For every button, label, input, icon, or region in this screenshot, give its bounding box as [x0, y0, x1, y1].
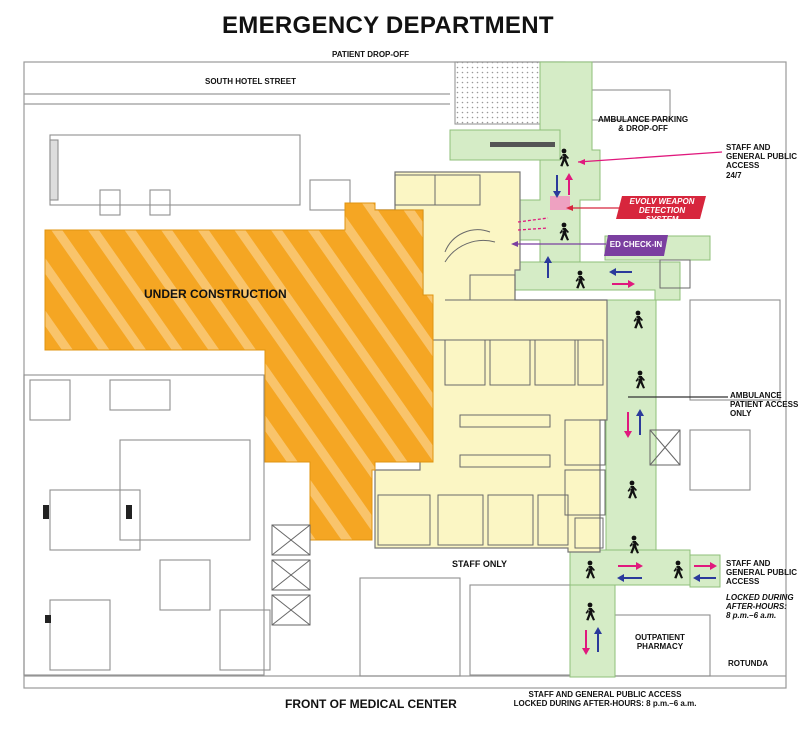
page-title: EMERGENCY DEPARTMENT: [222, 12, 554, 39]
bottom-access-note: STAFF AND GENERAL PUBLIC ACCESS LOCKED D…: [513, 690, 697, 709]
construction-zone: [44, 202, 434, 541]
south-hotel-street-label: SOUTH HOTEL STREET: [205, 77, 296, 86]
callout-ambulance-access: AMBULANCE PATIENT ACCESS ONLY: [730, 391, 799, 419]
callout-lines: [511, 151, 728, 398]
callout-staff-public-locked: STAFF AND GENERAL PUBLIC ACCESS: [726, 559, 797, 587]
under-construction-label: UNDER CONSTRUCTION: [144, 287, 287, 301]
ed-check-in-badge: ED CHECK-IN: [609, 240, 663, 249]
ambulance-bay-marking: [490, 142, 555, 147]
weapon-badge-shape: [616, 196, 706, 219]
weapon-detector: [550, 196, 570, 210]
outpatient-pharmacy-label: OUTPATIENT PHARMACY: [635, 633, 685, 652]
rotunda-label: ROTUNDA: [728, 659, 768, 668]
elevator-shafts: [271, 429, 681, 626]
front-of-medical-center-label: FRONT OF MEDICAL CENTER: [285, 697, 457, 711]
locked-hours-note: LOCKED DURING AFTER-HOURS: 8 p.m.–6 a.m.: [726, 593, 794, 621]
weapon-detection-badge: EVOLV WEAPON DETECTION SYSTEM: [629, 197, 695, 224]
patient-drop-off-label: PATIENT DROP-OFF: [332, 50, 410, 59]
direction-arrow-icon: [544, 173, 717, 655]
checkin-badge-shape: [604, 235, 668, 256]
callout-staff-public-247: STAFF AND GENERAL PUBLIC ACCESS 24/7: [726, 143, 797, 180]
staff-only-label: STAFF ONLY: [452, 559, 508, 569]
ambulance-parking-label: AMBULANCE PARKING & DROP-OFF: [598, 115, 689, 134]
